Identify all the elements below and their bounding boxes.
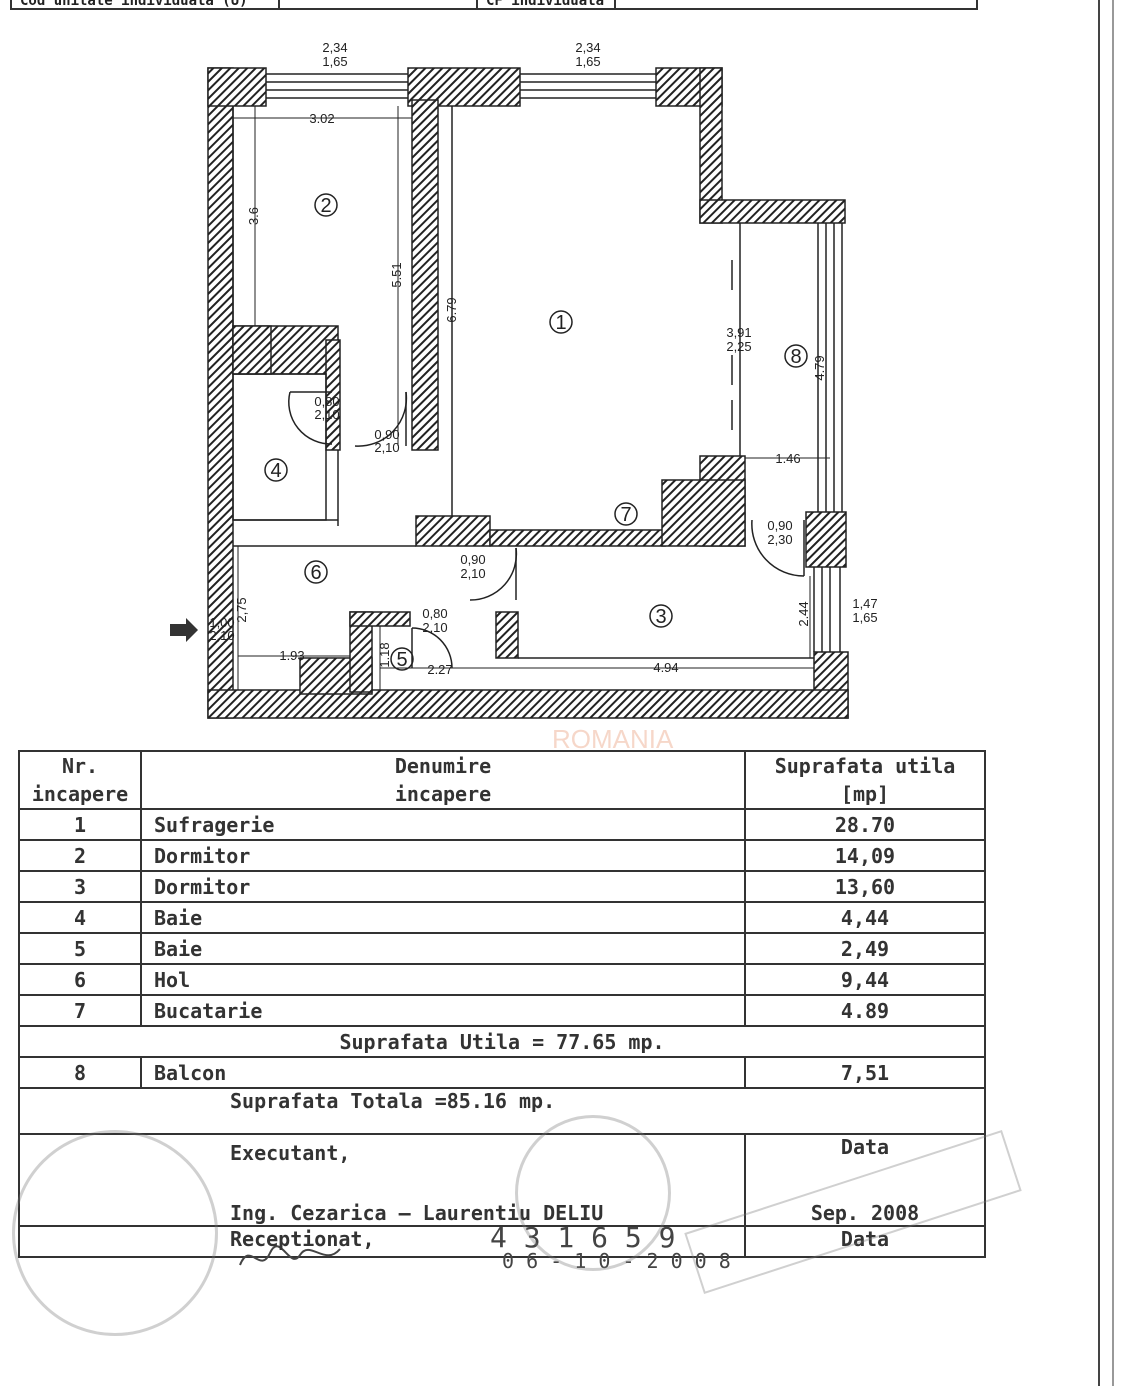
dim-text: 2,34 xyxy=(575,40,600,55)
dim-text: 2.44 xyxy=(796,601,811,626)
page-edge-line-2 xyxy=(1112,0,1114,1386)
dim-text: 1,65 xyxy=(575,54,600,69)
dim-text: 4.94 xyxy=(653,660,678,675)
date-label-2: Data xyxy=(840,1227,890,1251)
useful-total-row: Suprafata Utila = 77.65 mp. xyxy=(18,1025,986,1058)
room-2-marker: 2 xyxy=(314,193,338,217)
dim-text: 4.79 xyxy=(812,355,827,380)
grand-total-row: Suprafata Totala =85.16 mp. xyxy=(18,1087,986,1135)
dim-text: 1.93 xyxy=(279,648,304,663)
received-label: Receptionat, xyxy=(230,1227,375,1251)
walls xyxy=(207,67,849,719)
dim-text: 2,10 xyxy=(422,620,447,635)
date-value: Sep. 2008 xyxy=(810,1201,920,1225)
dimension-labels: 2,34 1,65 2,34 1,65 3.02 3.6 5.51 6.79 0… xyxy=(209,40,877,677)
room-1-marker: 1 xyxy=(549,310,573,334)
dim-text: 1,65 xyxy=(852,610,877,625)
header-strip: Cod unitate individuala (U) CF individua… xyxy=(10,0,978,10)
thin-lines xyxy=(232,73,843,669)
useful-total: Suprafata Utila = 77.65 mp. xyxy=(18,1025,986,1058)
date-label: Data xyxy=(840,1135,890,1159)
room-labels: 1 2 3 4 5 6 7 8 xyxy=(264,193,808,671)
room-7-marker: 7 xyxy=(614,502,638,526)
executant-label: Executant, xyxy=(230,1141,351,1165)
dim-text: 0,80 xyxy=(422,606,447,621)
dim-text: 1,00 xyxy=(209,615,234,630)
header-nr: Nr.incapere xyxy=(18,750,142,810)
dim-text: 5.51 xyxy=(389,262,404,287)
dim-text: 1.18 xyxy=(377,642,392,667)
stamp-seal-center xyxy=(515,1115,671,1271)
svg-text:7: 7 xyxy=(620,504,631,526)
room-6-marker: 6 xyxy=(304,560,328,584)
dim-text: 2.27 xyxy=(427,662,452,677)
dim-text: 1.46 xyxy=(775,451,800,466)
dim-text: 3.6 xyxy=(246,207,261,225)
grand-total: Suprafata Totala =85.16 mp. xyxy=(18,1087,986,1135)
svg-text:5: 5 xyxy=(396,649,407,671)
dim-text: 2,30 xyxy=(767,532,792,547)
floor-plan: 1 2 3 4 5 6 7 8 2,34 1,65 2,34 1,65 3.02… xyxy=(170,40,878,719)
dim-text: 2,25 xyxy=(726,339,751,354)
dim-text: 2,75 xyxy=(234,597,249,622)
dim-text: 0,90 xyxy=(460,552,485,567)
date-cell: Data Sep. 2008 xyxy=(744,1133,986,1227)
stamp-seal-left xyxy=(12,1130,218,1336)
dim-text: 0,90 xyxy=(767,518,792,533)
header-area: Suprafata utila[mp] xyxy=(744,750,986,810)
dim-text: 1,47 xyxy=(852,596,877,611)
header-cell-unit: Cod unitate individuala (U) xyxy=(12,0,280,9)
svg-text:1: 1 xyxy=(555,312,566,334)
page-edge-line xyxy=(1098,0,1100,1386)
dim-text: 2,10 xyxy=(314,407,339,422)
room-8-marker: 8 xyxy=(784,344,808,368)
dim-text: 2,10 xyxy=(374,440,399,455)
svg-text:3: 3 xyxy=(655,606,666,628)
dim-text: 2,10 xyxy=(460,566,485,581)
dim-text: 3,91 xyxy=(726,325,751,340)
room-5-marker: 5 xyxy=(390,647,414,671)
dim-lines xyxy=(233,106,830,690)
header-cell-cf: CF individuala xyxy=(478,0,616,9)
svg-text:8: 8 xyxy=(790,346,801,368)
entry-arrow-icon xyxy=(170,618,198,642)
dim-text: 2,34 xyxy=(322,40,347,55)
dim-text: 2,10 xyxy=(209,628,234,643)
dim-text: 0,80 xyxy=(314,394,339,409)
room-3-marker: 3 xyxy=(649,604,673,628)
svg-text:2: 2 xyxy=(320,195,331,217)
dim-text: 3.02 xyxy=(309,111,334,126)
room-4-marker: 4 xyxy=(264,458,288,482)
dim-text: 0,90 xyxy=(374,427,399,442)
dim-text: 6.79 xyxy=(444,297,459,322)
svg-text:4: 4 xyxy=(270,460,281,482)
dim-text: 1,65 xyxy=(322,54,347,69)
header-cell-empty xyxy=(280,0,478,8)
watermark: ROMANIA xyxy=(552,724,674,754)
date-cell-2: Data xyxy=(744,1225,986,1258)
svg-text:6: 6 xyxy=(310,562,321,584)
